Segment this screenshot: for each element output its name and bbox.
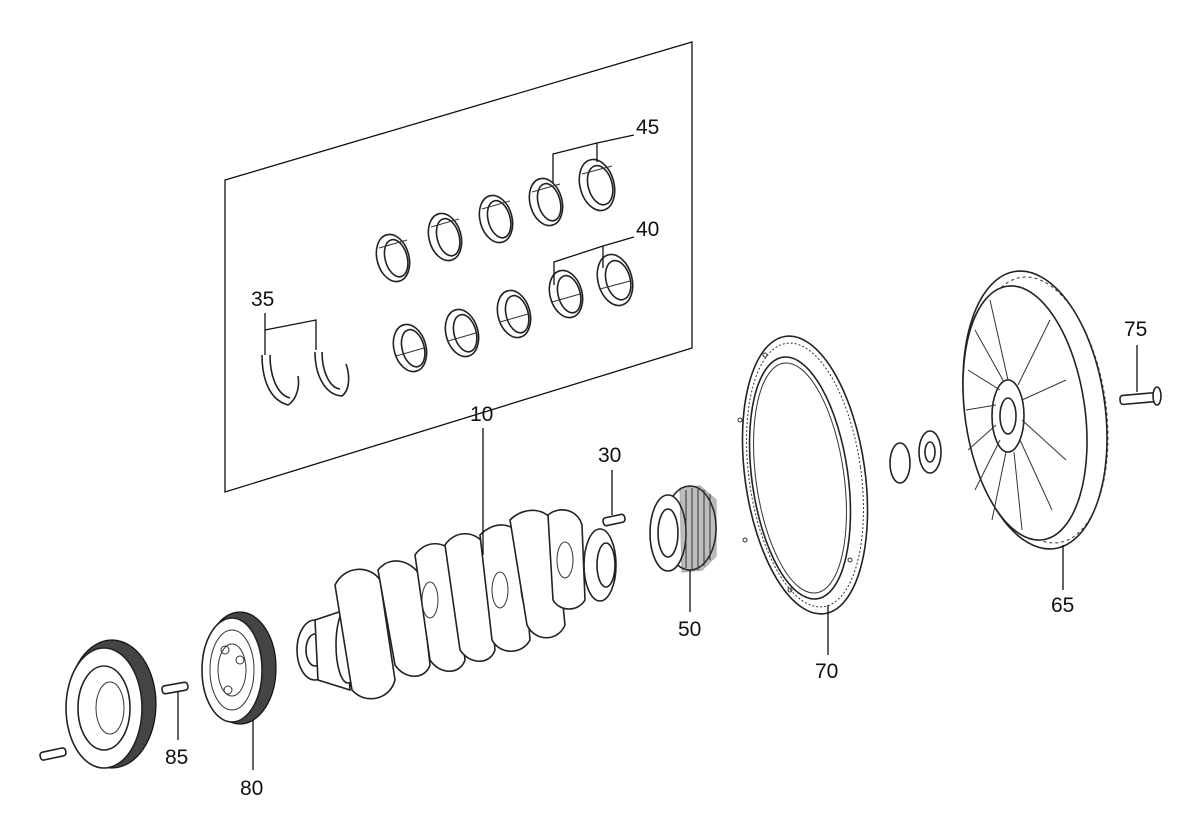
callout-65: 65	[1051, 594, 1074, 617]
crankshaft-pulley	[65, 639, 157, 769]
flexplate-ring-gear	[737, 335, 869, 615]
spacer-rings	[889, 430, 942, 484]
pulley-bolt	[39, 747, 67, 761]
damper-bolt	[161, 681, 189, 695]
flywheel-bolt	[1119, 386, 1162, 406]
callout-80: 80	[240, 777, 263, 800]
leader-lines	[177, 134, 1138, 770]
main-bearing-shells-upper	[375, 158, 616, 283]
crankshaft-gear	[649, 485, 717, 573]
dowel-pin	[602, 513, 626, 527]
thrust-washers	[261, 351, 350, 406]
callout-50: 50	[678, 618, 701, 641]
flywheel	[962, 270, 1109, 550]
callout-10: 10	[470, 403, 493, 426]
callout-labels: 10 30 35 40 45 50 65 70 75 80 85	[165, 116, 1147, 800]
crankshaft	[296, 509, 617, 700]
vibration-damper	[201, 611, 277, 725]
main-bearing-shells-lower	[392, 253, 634, 373]
callout-70: 70	[815, 660, 838, 683]
callout-40: 40	[636, 218, 659, 241]
bearing-kit-frame	[224, 41, 693, 493]
callout-75: 75	[1124, 318, 1147, 341]
callout-45: 45	[636, 116, 659, 139]
callout-35: 35	[251, 288, 274, 311]
callout-30: 30	[598, 444, 621, 467]
callout-85: 85	[165, 746, 188, 769]
